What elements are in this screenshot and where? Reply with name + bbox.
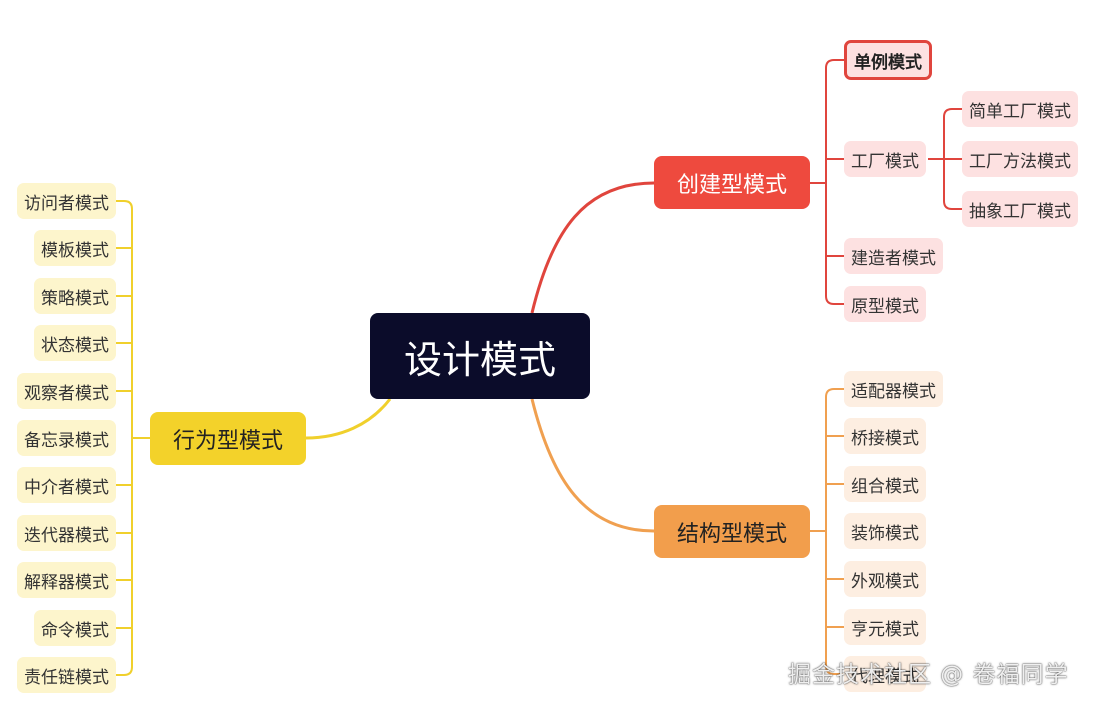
- leaf-proxy[interactable]: 代理模式: [844, 656, 926, 692]
- leaf-adapter[interactable]: 适配器模式: [844, 371, 943, 407]
- leaf-chain-of-responsibility[interactable]: 责任链模式: [17, 657, 116, 693]
- leaf-builder[interactable]: 建造者模式: [844, 238, 943, 274]
- behavioral-connectors: [116, 200, 150, 676]
- leaf-abstract-factory[interactable]: 抽象工厂模式: [962, 191, 1078, 227]
- leaf-interpreter[interactable]: 解释器模式: [17, 562, 116, 598]
- structural-branch[interactable]: 结构型模式: [654, 505, 810, 558]
- leaf-visitor[interactable]: 访问者模式: [17, 183, 116, 219]
- leaf-template[interactable]: 模板模式: [34, 230, 116, 266]
- watermark: 掘金技术社区 @ 卷福同学: [788, 662, 1069, 688]
- leaf-factory-method[interactable]: 工厂方法模式: [962, 141, 1078, 177]
- leaf-observer[interactable]: 观察者模式: [17, 373, 116, 409]
- behavioral-branch[interactable]: 行为型模式: [150, 412, 306, 465]
- leaf-iterator[interactable]: 迭代器模式: [17, 515, 116, 551]
- leaf-flyweight[interactable]: 亨元模式: [844, 609, 926, 645]
- structural-connectors: [810, 388, 844, 675]
- leaf-facade[interactable]: 外观模式: [844, 561, 926, 597]
- leaf-memento[interactable]: 备忘录模式: [17, 420, 116, 456]
- leaf-decorator[interactable]: 装饰模式: [844, 513, 926, 549]
- leaf-mediator[interactable]: 中介者模式: [17, 467, 116, 503]
- leaf-state[interactable]: 状态模式: [34, 325, 116, 361]
- leaf-singleton[interactable]: 单例模式: [844, 40, 932, 80]
- leaf-simple-factory[interactable]: 简单工厂模式: [962, 91, 1078, 127]
- link-root-structural: [530, 398, 655, 533]
- leaf-factory[interactable]: 工厂模式: [844, 141, 926, 177]
- leaf-composite[interactable]: 组合模式: [844, 466, 926, 502]
- leaf-prototype[interactable]: 原型模式: [844, 286, 926, 322]
- leaf-bridge[interactable]: 桥接模式: [844, 418, 926, 454]
- root-node[interactable]: 设计模式: [370, 313, 590, 399]
- creational-connectors: [810, 59, 962, 305]
- leaf-strategy[interactable]: 策略模式: [34, 278, 116, 314]
- leaf-command[interactable]: 命令模式: [34, 610, 116, 646]
- link-root-behavioral: [305, 398, 392, 440]
- creational-branch[interactable]: 创建型模式: [654, 156, 810, 209]
- link-root-creational: [530, 181, 655, 314]
